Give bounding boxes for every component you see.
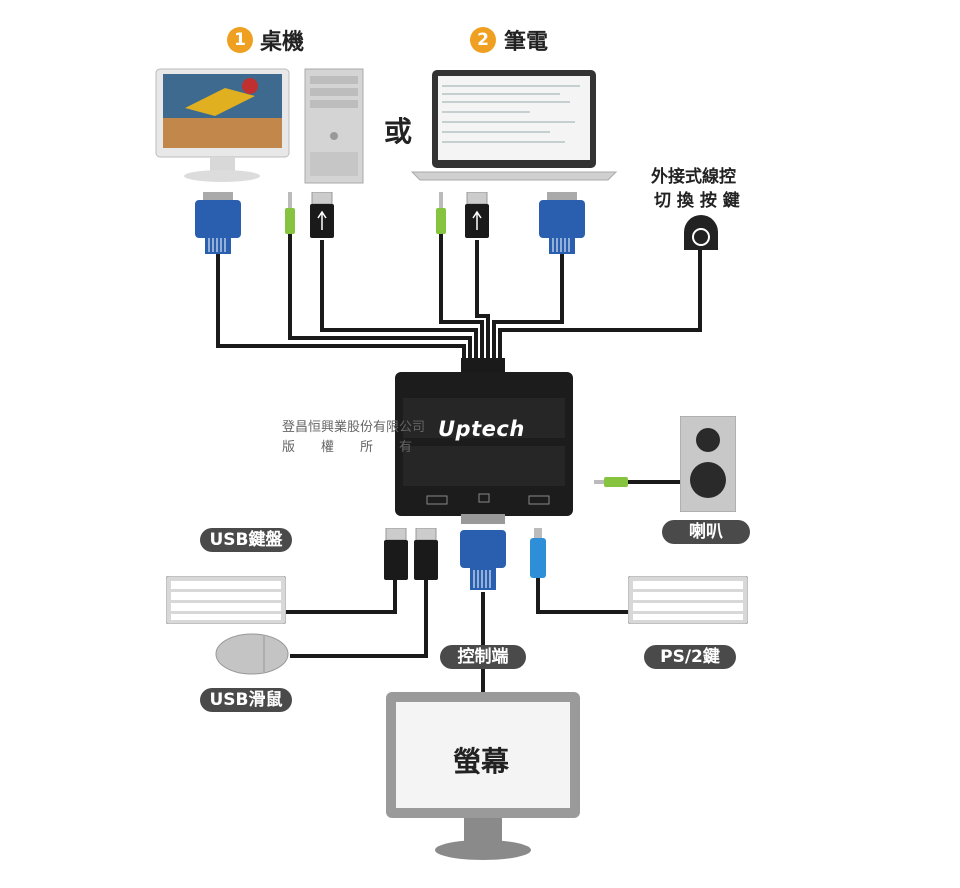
switch-button-label-1: 外接式線控 [651,167,736,187]
audio-jack-icon [594,477,628,487]
remote-switch-icon[interactable] [680,212,722,254]
usb-connector-icon [465,192,489,238]
speaker-icon [680,416,736,512]
switch-button-label-2: 切 換 按 鍵 [654,191,740,211]
ps2-keyboard-label: PS/2鍵盤 [644,645,736,691]
usb-mouse-label: USB滑鼠 [200,688,292,712]
audio-jack-icon [436,192,446,244]
pc-tower-icon [304,68,364,184]
desktop-monitor-icon [155,68,290,182]
copyright-line-2: 版 權 所 有 [282,440,413,455]
mouse-icon [215,633,289,675]
vga-connector-icon [539,192,585,254]
vga-connector-icon [460,530,506,590]
speaker-label: 喇叭 [662,520,750,544]
laptop-number-badge: 2 [470,27,496,53]
ps2-connector-icon [530,528,546,578]
copyright-line-1: 登昌恒興業股份有限公司 [282,420,426,435]
kvm-switch-icon [395,358,573,524]
usb-connector-icon [310,192,334,238]
laptop-icon [410,70,618,181]
desktop-number-badge: 1 [227,27,253,53]
laptop-title: 筆電 [504,30,549,55]
console-label: 控制端 [440,645,526,669]
keyboard-icon [628,576,748,624]
desktop-title: 桌機 [260,30,305,55]
usb-connector-icon [384,528,408,580]
or-text: 或 [384,115,413,148]
vga-connector-icon [195,192,241,254]
usb-connector-icon [414,528,438,580]
keyboard-icon [166,576,286,624]
brand-logo: Uptech [438,417,525,441]
monitor-icon [386,692,580,860]
audio-jack-icon [285,192,295,244]
usb-keyboard-label: USB鍵盤 [200,528,292,552]
monitor-label: 螢幕 [453,745,510,778]
